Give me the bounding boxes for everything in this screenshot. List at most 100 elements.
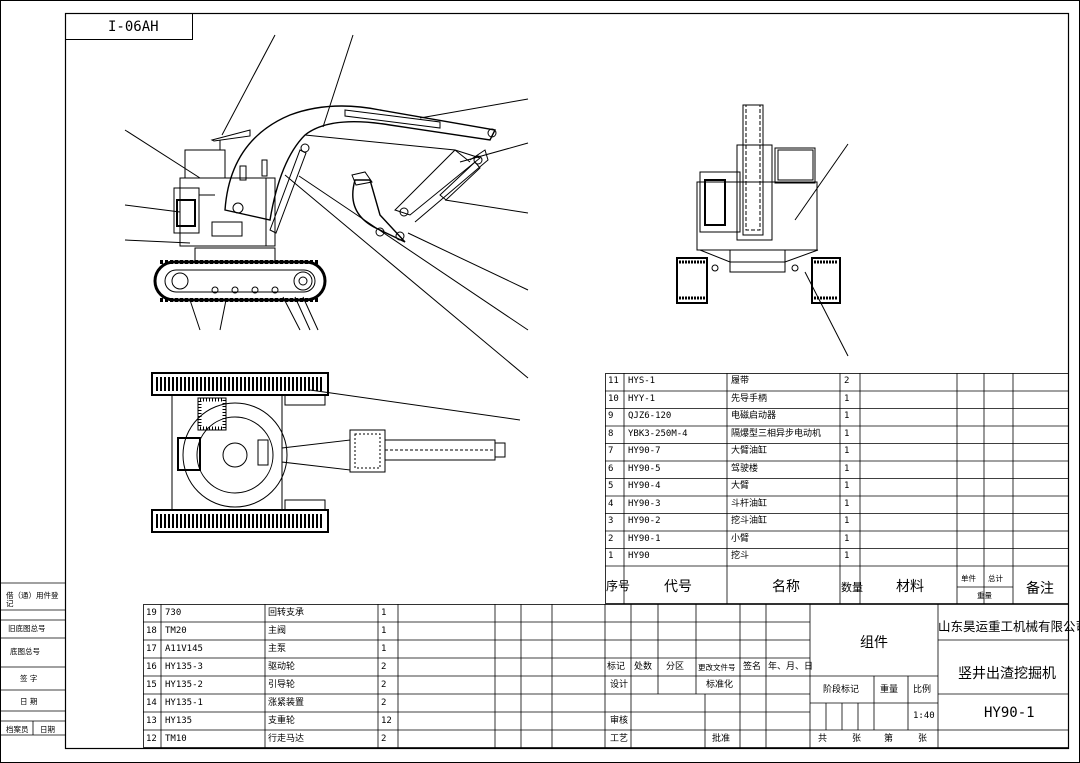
upper-bom-qty-cell: 1 [844,428,850,439]
lower-bom-no-cell: 14 [146,698,157,708]
lower-bom-qty-cell: 2 [381,662,387,672]
drawing-number: HY90-1 [984,705,1035,721]
lower-bom-name-cell: 主阀 [268,626,287,636]
upper-bom-code-cell: HY90-2 [628,516,661,526]
sheet-no-label: 第 [884,734,894,744]
lower-bom-qty-cell: 1 [381,626,387,636]
upper-bom-name-cell: 履带 [731,376,750,386]
lower-bom-name-cell: 涨紧装置 [268,698,305,708]
upper-bom-name-cell: 驾驶楼 [731,463,759,474]
upper-bom-qty-cell: 1 [844,393,850,404]
process-label: 工艺 [610,734,629,744]
upper-bom-code-cell: HYY-1 [628,393,656,404]
upper-bom-no-cell: 10 [608,393,619,404]
rev-zone: 分区 [666,662,685,672]
upper-bom-no-cell: 3 [608,516,614,526]
lower-bom-code-cell: A11V145 [165,644,203,654]
left-strip-label-sign: 签 字 [20,674,38,683]
upper-bom-code-cell: YBK3-250M-4 [628,428,688,439]
header-qty: 数量 [841,581,863,594]
approve-label: 批准 [712,734,731,744]
upper-bom-code-cell: HY90-5 [628,463,661,474]
upper-bom-name-cell: 大臂 [731,481,750,491]
lower-bom-code-cell: HY135-3 [165,662,203,672]
header-code: 代号 [664,579,692,595]
lower-bom-name-cell: 行走马达 [268,734,305,744]
upper-bom-code-cell: QJZ6-120 [628,411,672,421]
upper-bom-no-cell: 6 [608,463,614,474]
upper-bom-no-cell: 2 [608,533,614,544]
upper-bom-no-cell: 5 [608,481,614,491]
upper-bom-code-cell: HY90-1 [628,533,661,544]
upper-bom-name-cell: 小臂 [731,533,750,544]
group-label: 组件 [860,635,888,651]
upper-bom-code-cell: HY90 [628,551,650,561]
upper-bom-name-cell: 电磁启动器 [731,411,777,421]
header-no: 序号 [606,579,631,593]
company-name: 山东昊运重工机械有限公司 [938,619,1080,634]
front-view-excavator [676,104,849,357]
lower-bom-no-cell: 16 [146,662,157,672]
sheets-total-label: 共 [818,734,828,744]
lower-bom-no-cell: 17 [146,644,157,654]
upper-bom-name-cell: 隔爆型三相异步电动机 [731,428,822,439]
sheets-unit-label: 张 [852,734,862,744]
lower-bom-name-cell: 主泵 [268,644,287,654]
ratio-label: 比例 [913,685,932,695]
upper-bom-name-cell: 先导手柄 [731,393,768,404]
upper-bom-qty-cell: 1 [844,516,850,526]
side-view-excavator [124,34,529,379]
upper-bom-name-cell: 斗杆油缸 [731,498,768,509]
upper-bom-code-cell: HY90-3 [628,498,661,509]
header-total: 总计 [988,574,1003,583]
left-strip-label-base: 底图总号 [10,647,40,656]
drawing-code: I-06AH [108,19,159,35]
rev-date: 年、月、日 [768,662,814,672]
lower-bom-qty-cell: 1 [381,644,387,654]
drawing-frame [64,12,1070,750]
header-name: 名称 [772,579,800,595]
upper-bom-qty-cell: 1 [844,481,850,491]
upper-bom-no-cell: 7 [608,446,614,456]
lower-bom-code-cell: TM10 [165,734,187,744]
scale-value: 1:40 [913,711,935,721]
upper-bom-qty-cell: 1 [844,411,850,421]
upper-bom-name-cell: 挖斗油缸 [731,516,768,526]
upper-bom-qty-cell: 1 [844,498,850,509]
lower-bom-qty-cell: 12 [381,716,392,726]
rev-sign: 签名 [743,662,762,672]
header-remark: 备注 [1026,581,1054,597]
lower-bom-code-cell: HY135-1 [165,698,203,708]
weight-label: 重量 [880,685,899,695]
rev-count: 处数 [634,662,653,672]
rev-mark: 标记 [607,662,626,672]
lower-bom-qty-cell: 2 [381,680,387,690]
drawing-code-box [65,13,193,40]
review-label: 审核 [610,716,629,726]
product-name: 竖井出渣挖掘机 [958,666,1056,682]
header-weight: 重量 [977,591,992,600]
left-strip-label-archivist: 档案员 [6,725,29,734]
upper-bom-code-cell: HY90-7 [628,446,661,456]
lower-bom-no-cell: 15 [146,680,157,690]
header-material: 材料 [896,579,924,595]
upper-bom-no-cell: 11 [608,376,619,386]
lower-bom-code-cell: HY135-2 [165,680,203,690]
lower-bom-no-cell: 19 [146,608,157,618]
upper-bom-qty-cell: 2 [844,376,850,386]
upper-bom-no-cell: 1 [608,551,614,561]
header-unit: 单件 [961,574,976,583]
lower-bom-no-cell: 12 [146,734,157,744]
lower-bom-qty-cell: 1 [381,608,387,618]
lower-bom-name-cell: 引导轮 [268,680,296,690]
lower-bom-grid [143,604,1069,748]
lower-bom-qty-cell: 2 [381,698,387,708]
upper-bom-qty-cell: 1 [844,533,850,544]
lower-bom-code-cell: HY135 [165,716,193,726]
upper-bom-no-cell: 8 [608,428,614,439]
sheet-unit-label: 张 [918,734,928,744]
left-strip-label-register: 借（通）用件登记 [6,591,59,608]
left-strip-label-old-base: 旧底图总号 [8,624,46,633]
